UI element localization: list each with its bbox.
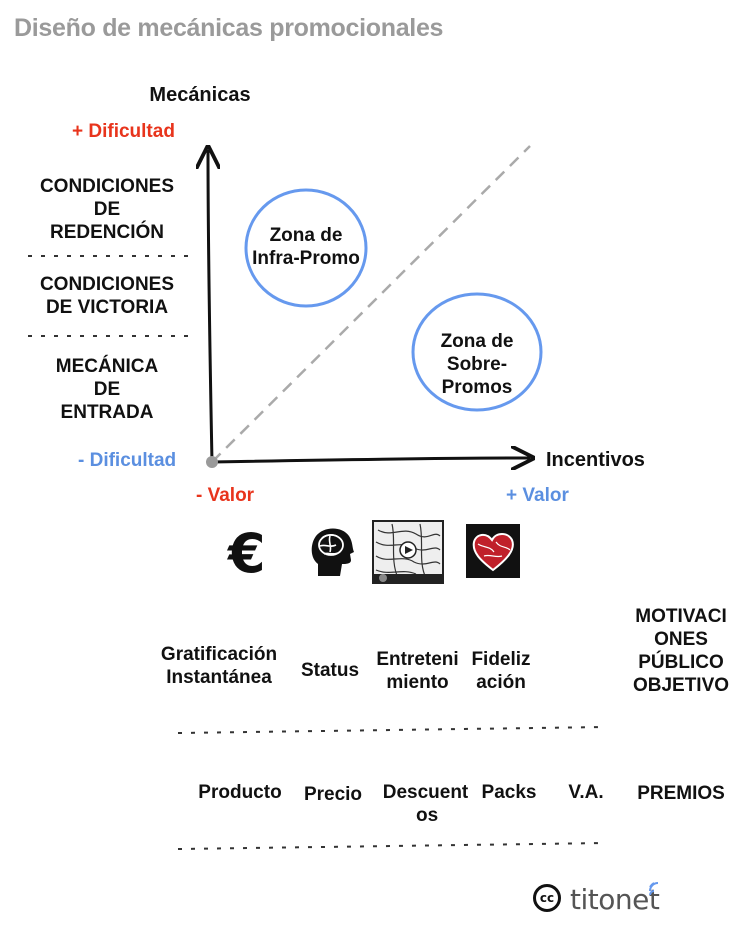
prize-precio: Precio — [303, 784, 363, 805]
prize-packs: Packs — [481, 782, 537, 803]
motivations-header: MOTIVACI ONES PÚBLICO OBJETIVO — [632, 606, 730, 696]
page-title: Diseño de mecánicas promocionales — [14, 14, 444, 42]
motivation-entretenimiento: Entreteni miento — [376, 649, 459, 693]
band-entrada: MECÁNICA DE ENTRADA — [55, 356, 159, 423]
table-separator — [177, 842, 607, 850]
signal-icon — [649, 882, 659, 896]
prize-descuentos: Descuent os — [382, 782, 469, 826]
motivation-fidelizacion: Fideliz ación — [471, 649, 531, 693]
band-redencion: CONDICIONES DE REDENCIÓN — [39, 176, 175, 243]
motivation-status: Status — [300, 660, 360, 681]
y-axis-label: Mecánicas — [149, 84, 251, 106]
euro-icon: € — [228, 522, 266, 585]
prizes-header: PREMIOS — [637, 783, 725, 804]
y-axis — [208, 150, 212, 463]
origin-dot — [206, 456, 218, 468]
creative-commons-icon: cc — [533, 884, 561, 912]
balance-diagonal — [211, 145, 531, 463]
sobre-promo-circle — [411, 292, 543, 412]
x-max-label: + Valor — [506, 485, 569, 506]
infra-promo-circle — [244, 188, 368, 308]
y-max-label: + Dificultad — [72, 121, 175, 142]
zone-infra-promo: Zona de Infra-Promo — [252, 225, 360, 269]
band-victoria: CONDICIONES DE VICTORIA — [39, 274, 175, 318]
motivation-gratificacion: Gratificación Instantánea — [160, 644, 278, 688]
y-min-label: - Dificultad — [78, 450, 177, 471]
x-axis-label: Incentivos — [546, 449, 645, 471]
prize-producto: Producto — [198, 782, 282, 803]
heart-icon — [466, 524, 520, 578]
brain-icon — [304, 524, 358, 578]
titonet-logo: titonet — [570, 882, 660, 916]
x-axis — [211, 458, 530, 462]
prize-va: V.A. — [568, 782, 604, 803]
video-thumbnail-icon[interactable] — [372, 520, 444, 584]
x-min-label: - Valor — [196, 485, 255, 506]
table-separator — [177, 726, 607, 734]
zone-sobre-promo: Zona de Sobre-Promos — [440, 331, 514, 398]
